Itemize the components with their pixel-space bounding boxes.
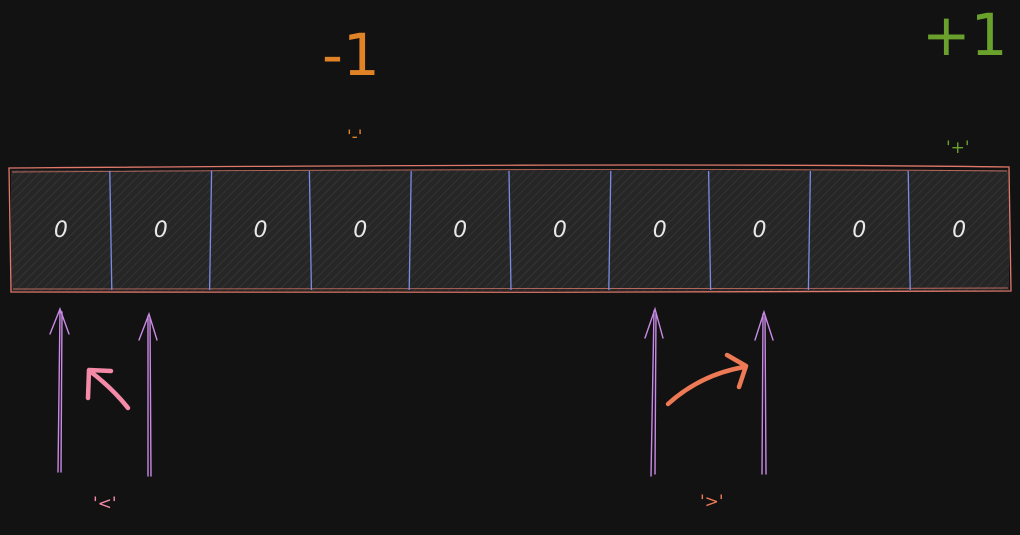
pointer-arrow-3 (644, 306, 664, 477)
increment-char-label: '+' (946, 138, 970, 158)
move-left-arrow-icon (85, 367, 131, 411)
cell-divider-7 (707, 170, 712, 291)
cell-dividers (109, 170, 911, 291)
move-right-char-label: '>' (700, 492, 724, 512)
cell-divider-2 (208, 170, 213, 291)
tape-cell-6: 0 (552, 217, 567, 243)
decrement-char-label: '-' (347, 127, 363, 147)
tape-cell-7: 0 (652, 217, 667, 243)
cell-divider-8 (807, 170, 812, 291)
tape-cell-1: 0 (53, 217, 68, 243)
cell-divider-5 (508, 170, 512, 291)
tape-cell-4: 0 (353, 217, 368, 243)
pointer-arrows (49, 306, 774, 477)
tape-cell-10: 0 (952, 217, 967, 243)
move-right-arrow-icon (665, 352, 749, 407)
tape-cell-3: 0 (253, 217, 268, 243)
decrement-value-label: -1 (322, 21, 380, 89)
memory-tape (8, 164, 1012, 293)
tape-cell-2: 0 (153, 217, 168, 243)
tape-border (8, 164, 1012, 293)
tape-cell-5: 0 (453, 217, 468, 243)
cell-divider-6 (608, 170, 612, 291)
move-left-char-label: '<' (93, 494, 117, 514)
pointer-arrow-4 (754, 309, 774, 475)
cell-divider-3 (308, 170, 313, 291)
cell-divider-4 (408, 170, 412, 291)
pointer-arrow-1 (49, 307, 70, 473)
tape-cell-8: 0 (752, 217, 767, 243)
increment-value-label: +1 (922, 1, 1008, 69)
tape-cell-9: 0 (852, 217, 867, 243)
cell-divider-9 (907, 170, 911, 291)
pointer-arrow-2 (138, 311, 158, 477)
cell-divider-1 (109, 170, 113, 291)
